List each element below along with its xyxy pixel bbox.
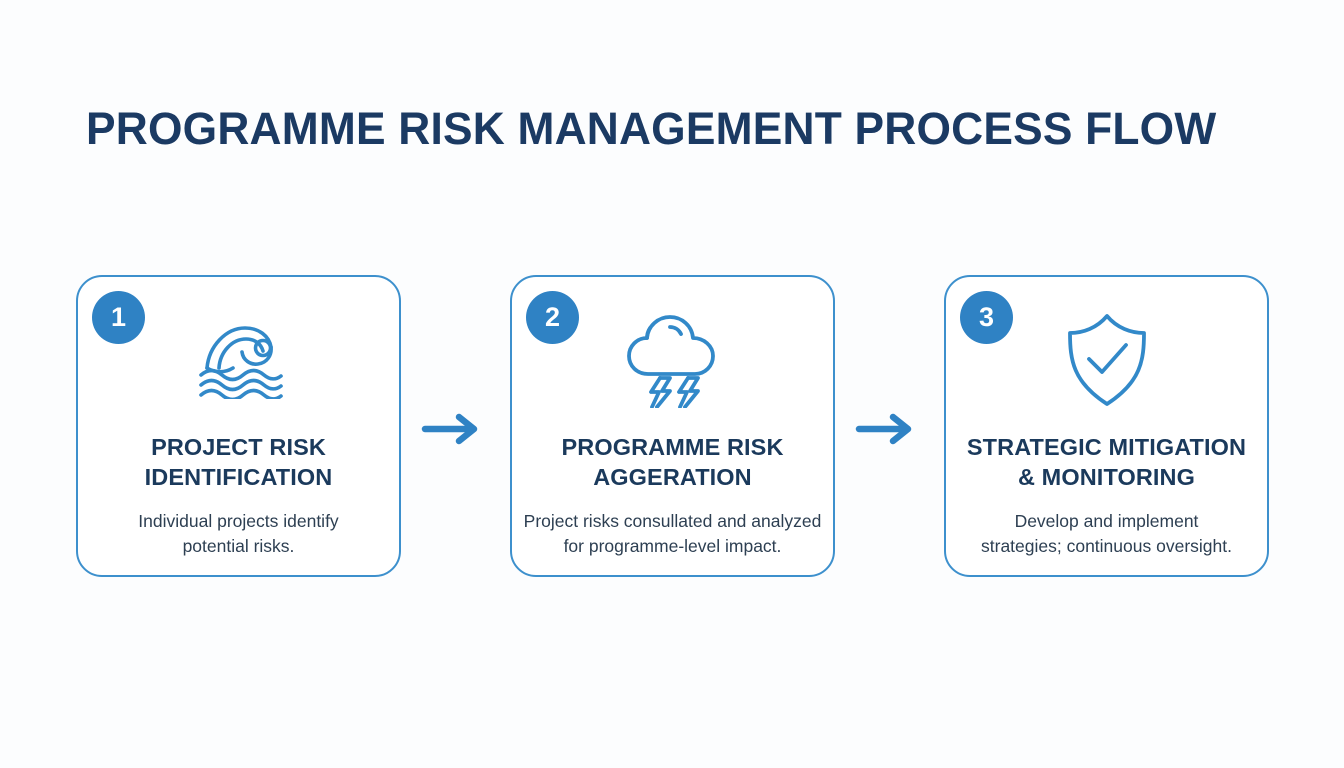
step-number-badge-2: 2 xyxy=(526,291,579,344)
arrow-right-icon xyxy=(855,412,917,446)
process-step-card-3[interactable]: 3 STRATEGIC MITIGATION & MONITORING Deve… xyxy=(944,275,1269,577)
process-step-card-2[interactable]: 2 PROGRAMME RISK AGGERATION Proj xyxy=(510,275,835,577)
shield-check-icon xyxy=(946,307,1267,412)
step-description-3: Develop and implement strategies; contin… xyxy=(981,511,1232,556)
page-title: PROGRAMME RISK MANAGEMENT PROCESS FLOW xyxy=(86,103,1217,154)
arrow-right-icon xyxy=(421,412,483,446)
step-number-badge-1: 1 xyxy=(92,291,145,344)
wave-icon xyxy=(78,307,399,412)
process-flow-row: 1 PROJ xyxy=(0,275,1344,577)
step-heading-1: PROJECT RISK IDENTIFICATION xyxy=(144,434,333,490)
process-step-card-1[interactable]: 1 PROJ xyxy=(76,275,401,577)
step-description-1: Individual projects identify potential r… xyxy=(138,511,339,556)
step-number-badge-3: 3 xyxy=(960,291,1013,344)
step-heading-2: PROGRAMME RISK AGGERATION xyxy=(561,434,784,490)
step-heading-3: STRATEGIC MITIGATION & MONITORING xyxy=(966,434,1247,490)
storm-cloud-lightning-icon xyxy=(512,307,833,412)
step-description-2: Project risks consullated and analyzed f… xyxy=(523,511,822,556)
